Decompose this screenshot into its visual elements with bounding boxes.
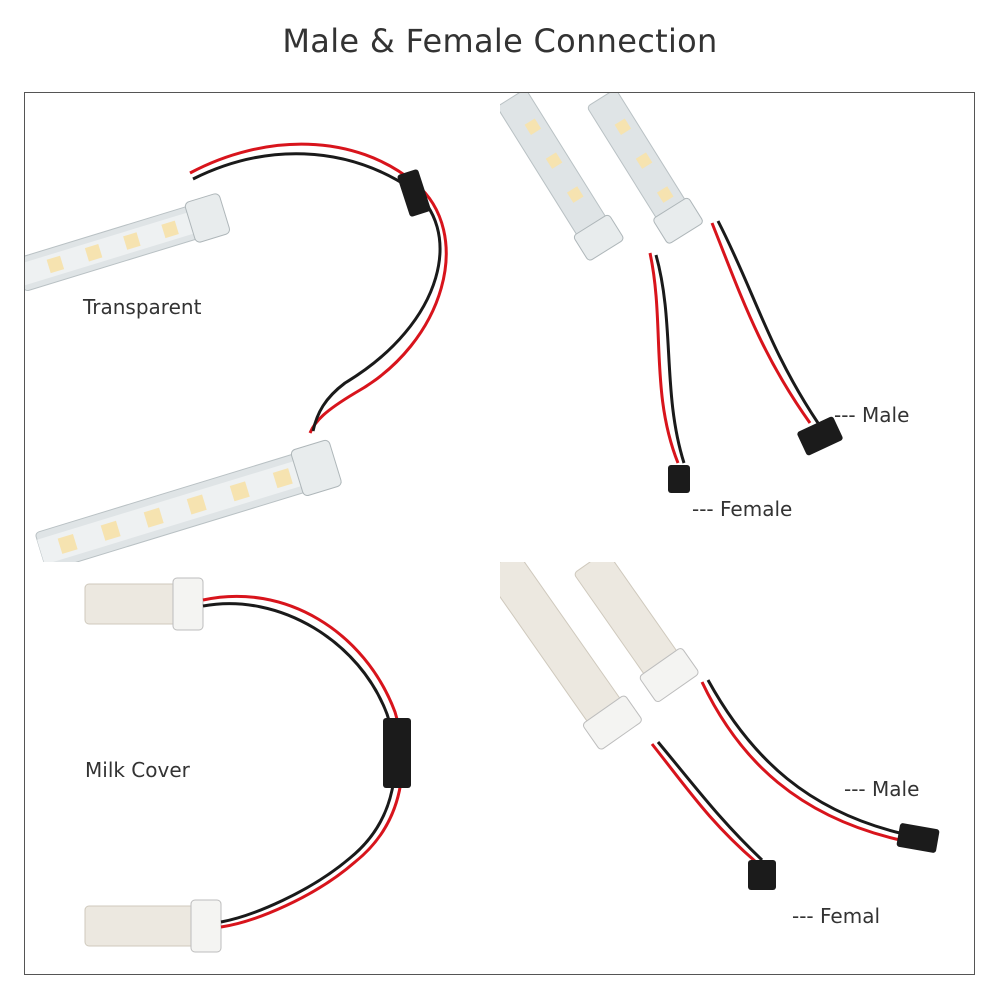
label-milk-cover: Milk Cover xyxy=(85,758,190,782)
label-female: --- Femal xyxy=(792,904,881,928)
label-transparent: Transparent xyxy=(83,295,202,319)
transparent-connectors-photo xyxy=(500,93,843,493)
label-male: --- Male xyxy=(844,777,920,801)
milk-cover-connectors-photo xyxy=(500,562,940,890)
panel-transparent-connectors: --- Male --- Female xyxy=(500,92,975,564)
panel-milk-cover: Milk Cover xyxy=(24,562,502,975)
panel-milk-cover-connectors: --- Male --- Femal xyxy=(500,562,975,975)
label-female: --- Female xyxy=(692,497,793,521)
transparent-strip-photo xyxy=(25,142,448,563)
milk-cover-strip-photo xyxy=(84,577,411,953)
page-title: Male & Female Connection xyxy=(282,22,718,60)
panel-transparent: Transparent xyxy=(24,92,502,564)
label-male: --- Male xyxy=(834,403,910,427)
